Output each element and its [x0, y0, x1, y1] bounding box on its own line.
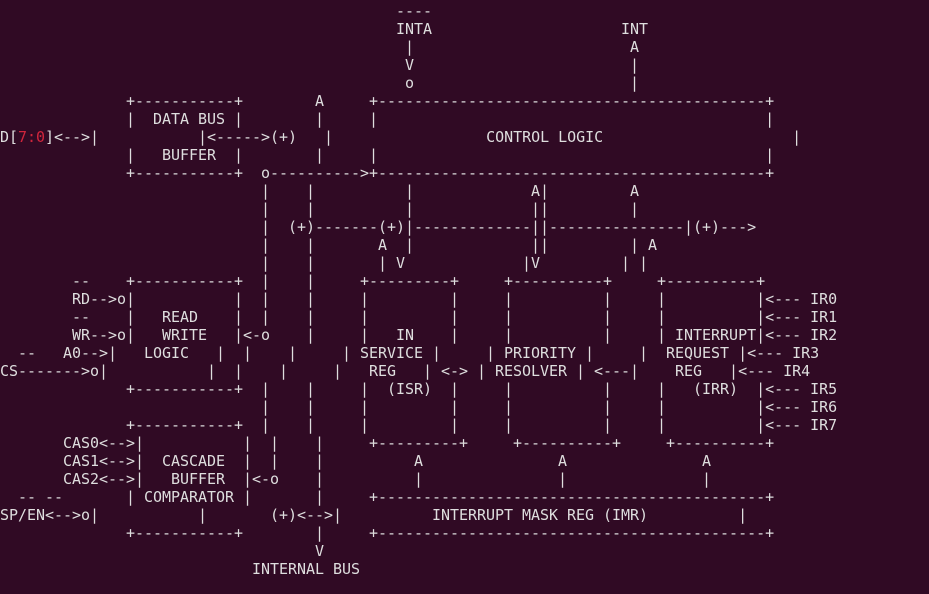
diagram-line: o |: [0, 74, 640, 92]
diagram-line: ----: [0, 2, 433, 20]
data-bus-line: D[7:0]<-->| |<----->(+) | CONTROL LOGIC …: [0, 128, 837, 146]
diagram-line: | | | || |: [0, 200, 640, 218]
diagram-line: | | | | | | | |<--- IR6: [0, 398, 838, 416]
data-bus-bit-range: 7:0: [18, 128, 46, 146]
diagram-line: | | | V |V | |: [0, 254, 649, 272]
diagram-line: | BUFFER | | | |: [0, 146, 775, 164]
diagram-line: CAS1<-->| CASCADE | | | A A A: [0, 452, 712, 470]
diagram-line: +-----------+ A +-----------------------…: [0, 92, 775, 110]
diagram-line: -- | READ | | | | | | | | |<--- IR1: [0, 308, 838, 326]
diagram-line: -- A0-->| LOGIC | | | | SERVICE | | PRIO…: [0, 344, 820, 362]
diagram-line: SP/EN<-->o| | (+)<-->| INTERRUPT MASK RE…: [0, 506, 748, 524]
data-bus-suffix: ]<-->| |<----->(+) | CONTROL LOGIC |: [45, 128, 802, 146]
diagram-line: +-----------+ | | | | | | | |<--- IR7: [0, 416, 838, 434]
diagram-line: +-----------+ | | | (ISR) | | | | (IRR) …: [0, 380, 838, 398]
diagram-line: +-----------+ o---------->+-------------…: [0, 164, 775, 182]
data-bus-prefix: D[: [0, 128, 19, 146]
diagram-line: +-----------+ | +-----------------------…: [0, 524, 775, 542]
diagram-line: CAS2<-->| BUFFER |<-o | | | |: [0, 470, 712, 488]
diagram-line: INTA INT: [0, 20, 649, 38]
diagram-line: CS------->o| | | | | REG | <-> | RESOLVE…: [0, 362, 811, 380]
diagram-line: | | | A| A: [0, 182, 640, 200]
diagram-line: | A: [0, 38, 640, 56]
diagram-line: RD-->o| | | | | | | | | |<--- IR0: [0, 290, 838, 308]
diagram-line: WR-->o| WRITE |<-o | | IN | | | | INTERR…: [0, 326, 838, 344]
diagram-line: V |: [0, 56, 640, 74]
diagram-line: -- +-----------+ | | +---------+ +------…: [0, 272, 766, 290]
pic-8259-block-diagram: ---- INTA INT | A V: [0, 2, 837, 578]
diagram-line: -- -- | COMPARATOR | | +----------------…: [0, 488, 775, 506]
diagram-line: | DATA BUS | | | |: [0, 110, 775, 128]
diagram-line: CAS0<-->| | | | +---------+ +----------+…: [0, 434, 775, 452]
diagram-line: | (+)-------(+)|-------------||---------…: [0, 218, 757, 236]
diagram-line: V: [0, 542, 325, 560]
diagram-line: INTERNAL BUS: [0, 560, 361, 578]
diagram-line: | | A | || | A: [0, 236, 658, 254]
